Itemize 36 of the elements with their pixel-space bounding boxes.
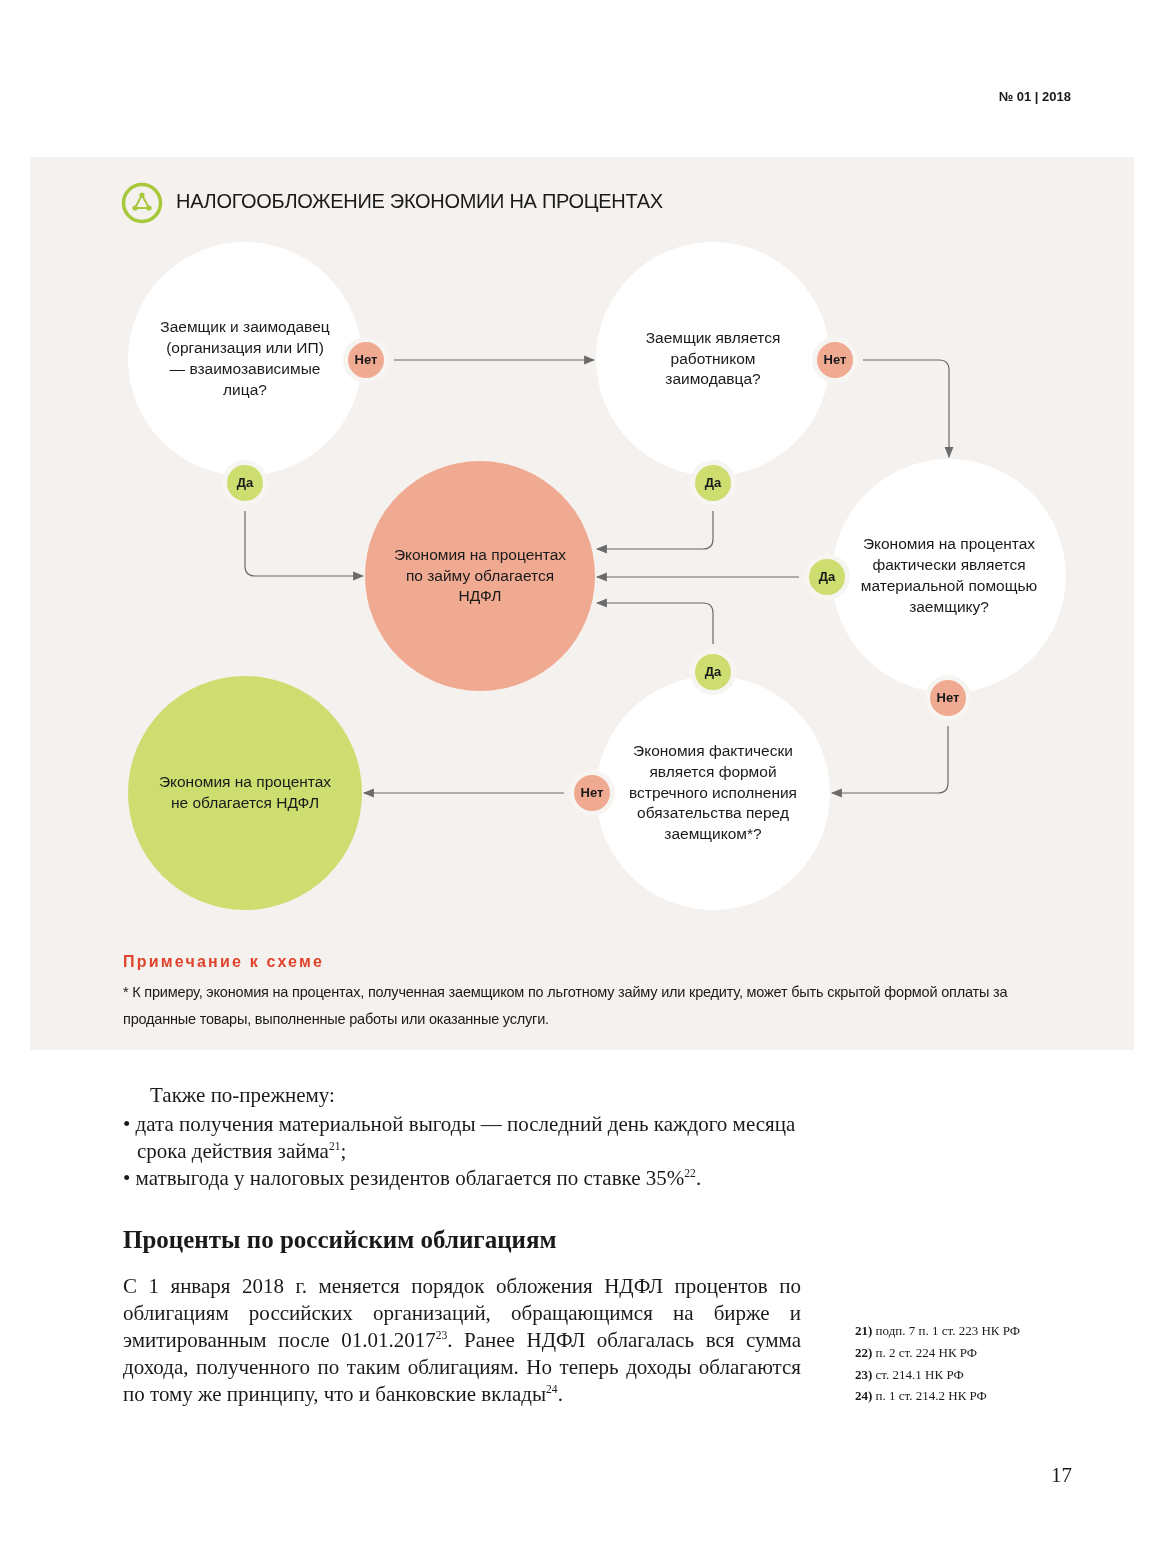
node-text: Экономия на процентах фактически является материальной помощью заемщику? (859, 534, 1039, 617)
arrow (595, 572, 800, 582)
node-text: Экономия на процентах по займу облагается НДФЛ (392, 544, 568, 607)
diagram-title: НАЛОГООБЛОЖЕНИЕ ЭКОНОМИИ НА ПРОЦЕНТАХ (176, 190, 663, 213)
note-heading: Примечание к схеме (123, 953, 325, 971)
node-text: Заемщик и заимодавец (организация или ИП) — взаимозависимые лица? (160, 317, 330, 400)
badge-label: Нет (823, 351, 847, 369)
node-text: Экономия на процентах не облагается НДФЛ (157, 772, 333, 813)
body-paragraph: С 1 января 2018 г. меняется порядок обложения НДФЛ процентов по облигациям российских организаций, обращающимся на бирже и эмитированным после 01.01.2017$^{23}$. Ранее НДФЛ облагалась вся сумма дохода, полученного по таким облигациям. Но теперь доходы облагаются по тому же принципу, что и банковские вклады$^{24}$. (123, 1273, 801, 1408)
page-number: 17 (1050, 1463, 1072, 1488)
footnote: 23) ст. 214.1 НК РФ (855, 1367, 964, 1383)
badge-label: Да (818, 568, 836, 586)
arrow (362, 788, 565, 798)
node-text: Заемщик является работником заимодавца? (644, 327, 782, 390)
footnote: 24) п. 1 ст. 214.2 НК РФ (855, 1388, 987, 1404)
arrow (595, 510, 714, 554)
arrow (393, 355, 596, 365)
footnote: 21) подп. 7 п. 1 ст. 223 НК РФ (855, 1323, 1020, 1339)
footnote: 22) п. 2 ст. 224 НК РФ (855, 1345, 978, 1361)
arrow (830, 725, 949, 798)
bullet-item: • дата получения материальной выгоды — последний день каждого месяца срока действия займа$^{21}$; (123, 1111, 797, 1165)
node-text: Экономия фактически является формой встречного исполнения обязательства перед заемщиком*? (627, 740, 799, 845)
arrow (862, 359, 954, 459)
badge-label: Да (704, 474, 722, 492)
arrow (244, 510, 365, 581)
badge-label: Нет (354, 351, 378, 369)
arrow (595, 598, 714, 645)
bullet-item: • матвыгода у налоговых резидентов облагается по ставке 35%$^{22}$. (123, 1165, 703, 1192)
badge-label: Да (704, 663, 722, 681)
badge-label: Нет (580, 784, 604, 802)
section-heading: Проценты по российским облигациям (123, 1226, 557, 1254)
badge-label: Да (236, 474, 254, 492)
badge-label: Нет (936, 689, 960, 707)
intro-text: Также по-прежнему: (150, 1083, 335, 1108)
issue-number: № 01 | 2018 (997, 89, 1071, 104)
note-text: * К примеру, экономия на процентах, полученная заемщиком по льготному займу или кредиту, может быть скрытой формой оплаты за проданные товары, выполненные работы или оказанные услуги. (123, 983, 1009, 1029)
